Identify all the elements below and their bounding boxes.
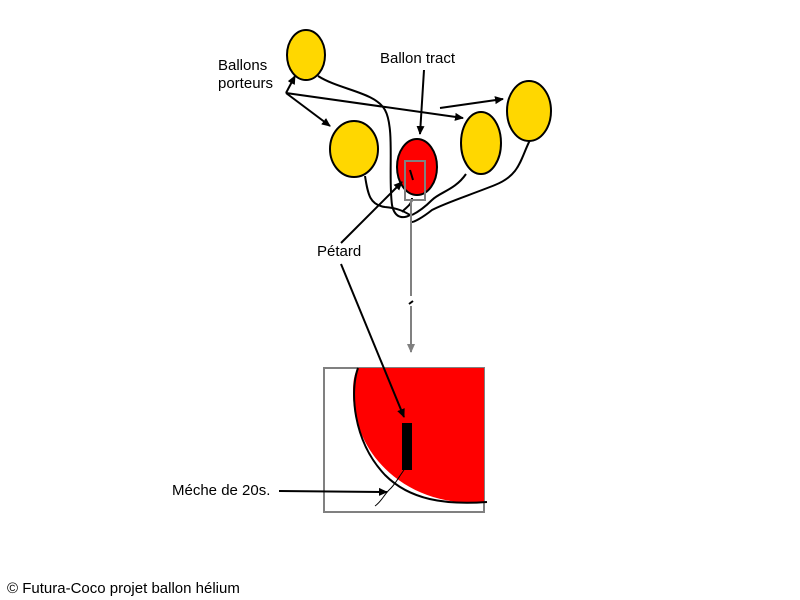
label-ballons-porteurs-line1: Ballons	[218, 57, 273, 75]
label-ballons-porteurs-line2: porteurs	[218, 75, 273, 93]
arrow-petard-small	[341, 182, 402, 243]
tract-balloon	[397, 139, 437, 195]
carrier-balloon-far-right	[507, 81, 551, 141]
copyright-text: © Futura-Coco projet ballon hélium	[7, 580, 240, 597]
label-ballon-tract: Ballon tract	[380, 50, 455, 68]
label-meche: Méche de 20s.	[172, 482, 270, 500]
carrier-balloon-left	[330, 121, 378, 177]
zoom-gap-mark	[409, 301, 413, 304]
label-petard: Pétard	[317, 243, 361, 261]
carrier-balloon-top-left	[287, 30, 325, 80]
arrow-porteurs-mid-right	[286, 93, 463, 118]
firecracker-detail	[402, 423, 412, 470]
arrow-ballon-tract	[420, 70, 424, 134]
carrier-balloon-mid-right	[461, 112, 501, 174]
label-ballons-porteurs: Ballons porteurs	[218, 57, 273, 93]
arrow-porteurs-far-right	[440, 99, 503, 108]
arrow-porteurs-top-left	[286, 76, 295, 93]
detail-view	[324, 368, 487, 512]
arrow-meche	[279, 491, 387, 492]
